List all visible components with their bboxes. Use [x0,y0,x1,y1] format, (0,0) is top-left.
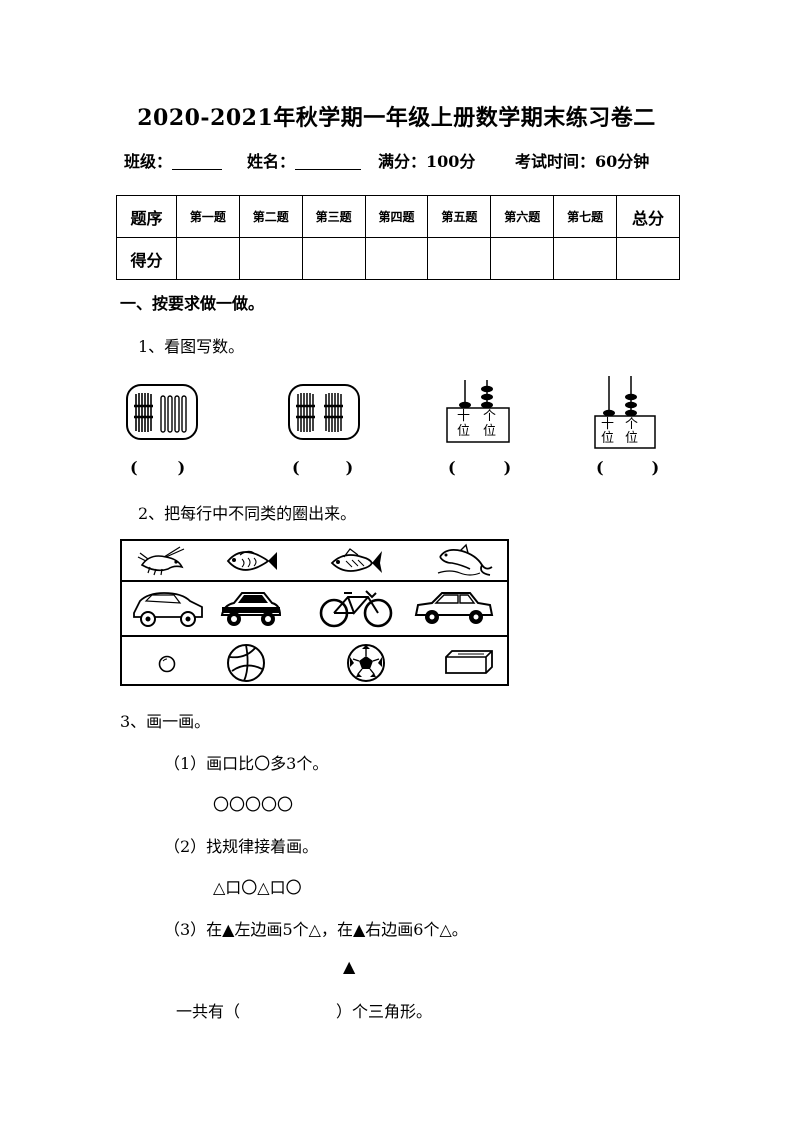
class-field: 班级： [124,148,223,172]
odd-one-out-grid [120,539,509,686]
abacus-place-label: 位 [601,431,615,446]
full-score: 满分：100分 [378,152,476,171]
paren-open: ( [130,458,138,477]
score-cell[interactable] [490,237,555,280]
paren-close: ) [651,458,660,477]
col-header: 第五题 [427,195,492,238]
bundle-sticks-image-1 [126,384,198,440]
row-label-question: 题序 [116,195,177,238]
page-title: 2020-2021年秋学期一年级上册数学期末练习卷二 [137,105,656,131]
shrimp-icon [137,546,185,576]
col-header-total: 总分 [616,195,680,238]
total-close-text: ）个三角形。 [336,1002,433,1021]
col-header: 第七题 [553,195,618,238]
name-label: 姓名： [247,152,296,171]
abacus-place-label: 位 [483,424,497,439]
q3-part3-prompt: （3）在▲左边画5个△，在▲右边画6个△。 [164,920,468,939]
abacus-place-label: 位 [457,424,471,439]
score-cell[interactable] [238,237,303,280]
cuboid-block-icon [445,650,493,674]
paren-open: ( [448,458,456,477]
q2-prompt: 2、把每行中不同类的圈出来。 [138,504,357,523]
grid-divider [122,635,507,637]
row-label-score: 得分 [116,237,177,280]
q1-prompt: 1、看图写数。 [138,337,245,356]
abacus-ones-label: 个 [625,417,639,432]
col-header: 第二题 [238,195,303,238]
paren-close: ) [345,458,354,477]
soccer-ball-icon [347,644,385,682]
class-label: 班级： [124,152,173,171]
small-ball-icon [158,655,176,673]
total-open-text: 一共有（ [176,1002,241,1021]
abacus-place-label: 位 [625,431,639,446]
name-blank[interactable] [295,153,362,170]
score-table: 题序 第一题 第二题 第三题 第四题 第五题 第六题 第七题 总分 得分 [116,195,680,280]
grid-divider [122,580,507,582]
triangle-total-line: 一共有（ ）个三角形。 [176,998,432,1022]
score-cell[interactable] [553,237,618,280]
section-1-heading: 一、按要求做一做。 [120,294,265,313]
paren-close: ) [177,458,186,477]
col-header: 第三题 [301,195,366,238]
score-cell[interactable] [175,237,240,280]
abacus-tens-label: 十 [601,417,615,432]
abacus-tens-label: 十 [457,409,471,424]
bundle-sticks-image-2 [288,384,360,440]
exam-time: 考试时间：60分钟 [515,152,650,171]
center-triangle-icon: ▲ [343,957,356,976]
abacus-image-1: 十 位 个 位 [446,378,510,444]
q3-part1-shapes: 〇〇〇〇〇 [213,795,294,814]
q3-part1-prompt: （1）画口比〇多3个。 [164,754,329,773]
class-blank[interactable] [172,153,223,170]
abacus-image-2: 十 位 个 位 [594,374,658,450]
col-header: 第六题 [490,195,555,238]
paren-open: ( [292,458,300,477]
bicycle-icon [319,590,393,628]
q3-part2-shapes: △口〇△口〇 [213,878,302,897]
fish-icon [330,548,382,573]
score-cell[interactable] [364,237,429,280]
answer-blank-2[interactable]: () [292,458,353,477]
q3-part2-prompt: （2）找规律接着画。 [164,837,319,856]
answer-blank-1[interactable]: () [130,458,185,477]
q3-prompt: 3、画一画。 [120,712,211,731]
volleyball-icon [227,644,265,682]
name-field: 姓名： [247,148,362,172]
score-cell[interactable] [301,237,366,280]
paren-close: ) [503,458,512,477]
paren-open: ( [596,458,604,477]
col-header: 第四题 [364,195,429,238]
car-icon [133,592,203,627]
abacus-ones-label: 个 [483,409,497,424]
score-cell-total[interactable] [616,237,680,280]
col-header: 第一题 [175,195,240,238]
sedan-icon [414,592,494,624]
answer-blank-3[interactable]: () [448,458,511,477]
race-car-icon [220,592,282,626]
answer-blank-4[interactable]: () [596,458,659,477]
fish-icon [226,550,277,571]
dolphin-icon [437,543,493,576]
score-cell[interactable] [427,237,492,280]
